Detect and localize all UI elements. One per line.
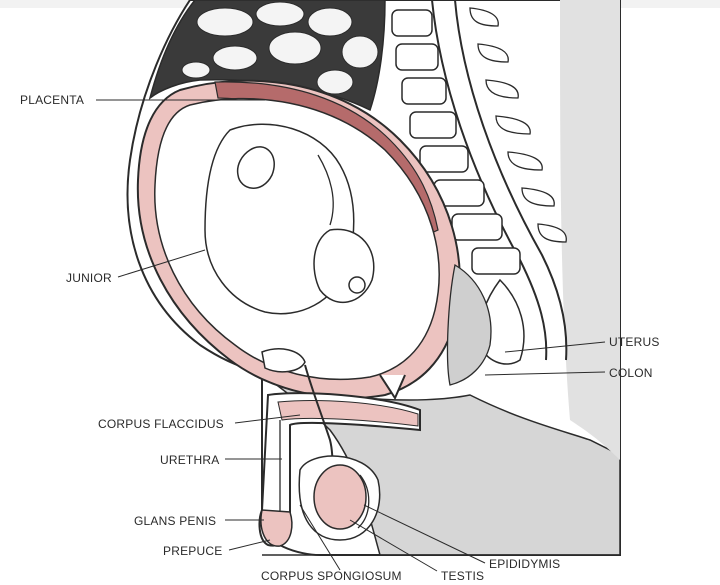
spinal-canal	[431, 0, 548, 361]
label-uterus: UTERUS	[609, 335, 660, 349]
label-colon: COLON	[609, 366, 653, 380]
fetus	[204, 123, 375, 315]
umbilical-cord	[317, 154, 334, 226]
colon	[446, 263, 492, 386]
spinal-canal-edge	[454, 0, 568, 361]
testis-body	[313, 464, 367, 530]
epididymis-tissue	[357, 474, 370, 529]
label-corpus-spongiosum: CORPUS SPONGIOSUM	[261, 569, 402, 583]
label-testis: TESTIS	[441, 569, 485, 583]
pubic-bone	[261, 348, 306, 373]
back-shading	[560, 0, 620, 460]
label-corpus-flaccidus: CORPUS FLACCIDUS	[98, 417, 224, 431]
glans	[260, 509, 293, 547]
vertebrae	[391, 9, 521, 275]
label-urethra: URETHRA	[160, 453, 220, 467]
label-glans-penis: GLANS PENIS	[134, 514, 217, 528]
label-epididymis: EPIDIDYMIS	[489, 557, 561, 571]
spinous-processes	[469, 7, 567, 243]
cervix	[379, 374, 406, 401]
label-junior: JUNIOR	[66, 271, 112, 285]
label-placenta: PLACENTA	[20, 93, 85, 107]
corpus-flaccidus-tissue	[277, 400, 419, 427]
intestine-loops	[181, 1, 379, 95]
label-prepuce: PREPUCE	[163, 544, 223, 558]
leader-lines	[96, 99, 606, 572]
